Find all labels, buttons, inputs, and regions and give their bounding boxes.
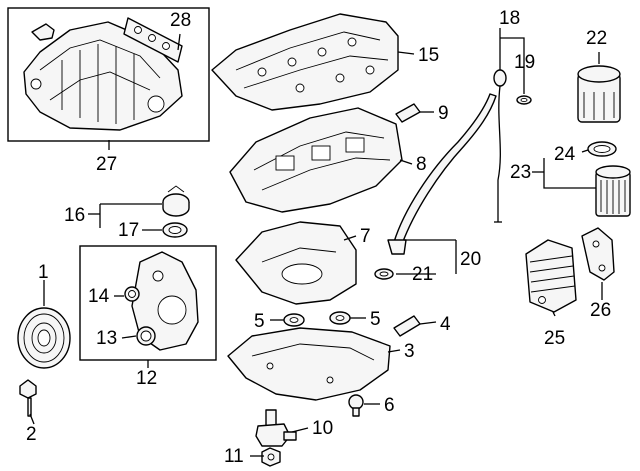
timing-cover[interactable] — [131, 251, 199, 351]
oil-cooler-gasket[interactable] — [581, 227, 615, 281]
oil-level-sensor[interactable] — [255, 409, 297, 447]
callout-26: 26 — [590, 300, 611, 321]
callout-1: 1 — [38, 262, 49, 283]
callout-19: 19 — [514, 52, 535, 73]
dipstick-seal[interactable] — [516, 95, 532, 105]
callout-28: 28 — [170, 10, 191, 31]
callout-21: 21 — [412, 264, 433, 285]
oil-filler-cap-seal[interactable] — [162, 222, 188, 238]
callout-10: 10 — [312, 418, 333, 439]
callout-13: 13 — [96, 328, 117, 349]
callout-15: 15 — [418, 45, 439, 66]
oil-filler-cap[interactable] — [162, 185, 190, 217]
callout-5-right: 5 — [370, 309, 381, 330]
callout-22: 22 — [586, 28, 607, 49]
callout-24: 24 — [554, 144, 576, 165]
oil-level-sensor-nut[interactable] — [261, 447, 281, 467]
callout-3: 3 — [404, 341, 415, 362]
callout-8: 8 — [416, 154, 427, 175]
timing-cover-seal-lower[interactable] — [136, 326, 156, 346]
sealant-tube-oil-pan[interactable] — [393, 315, 421, 337]
oil-dipstick[interactable] — [493, 69, 507, 223]
callout-23: 23 — [510, 162, 531, 183]
dipstick-tube-o-ring[interactable] — [374, 268, 394, 280]
crankshaft-pulley[interactable] — [17, 307, 71, 369]
oil-baffle[interactable] — [235, 221, 357, 305]
callout-17: 17 — [118, 220, 139, 241]
oil-filter-gasket[interactable] — [587, 141, 617, 157]
callout-16: 16 — [64, 205, 85, 226]
crankshaft-pulley-bolt[interactable] — [19, 379, 37, 417]
drain-washer-right[interactable] — [329, 311, 351, 325]
callout-25: 25 — [544, 328, 565, 349]
intake-manifold-gasket[interactable] — [123, 17, 183, 63]
intake-manifold[interactable] — [23, 21, 183, 131]
callout-11: 11 — [224, 446, 244, 467]
dipstick-tube[interactable] — [387, 93, 497, 255]
callout-27: 27 — [96, 154, 117, 175]
oil-cooler[interactable] — [525, 239, 577, 313]
sealant-tube[interactable] — [395, 103, 421, 123]
callout-4: 4 — [440, 314, 451, 335]
leader-lines — [29, 28, 603, 457]
oil-filter[interactable] — [577, 65, 621, 123]
timing-cover-seal-upper[interactable] — [124, 286, 140, 302]
oil-pan[interactable] — [227, 327, 391, 401]
callout-labels: 1 2 3 4 5 5 6 7 8 9 10 11 12 13 14 15 16… — [26, 8, 611, 467]
intake-manifold-sensor[interactable] — [31, 23, 55, 41]
callout-14: 14 — [88, 286, 110, 307]
callout-2: 2 — [26, 424, 37, 445]
callout-9: 9 — [438, 103, 449, 124]
callout-5-left: 5 — [254, 311, 265, 332]
cylinder-head[interactable] — [229, 107, 403, 213]
callout-7: 7 — [360, 226, 371, 247]
valve-cover[interactable] — [211, 13, 399, 111]
callout-20: 20 — [460, 249, 481, 270]
drain-plug[interactable] — [348, 394, 364, 417]
oil-filter-element[interactable] — [595, 165, 631, 217]
callout-6: 6 — [384, 395, 395, 416]
callout-18: 18 — [499, 8, 520, 29]
callout-12: 12 — [136, 368, 157, 389]
drain-washer-left[interactable] — [283, 313, 305, 327]
